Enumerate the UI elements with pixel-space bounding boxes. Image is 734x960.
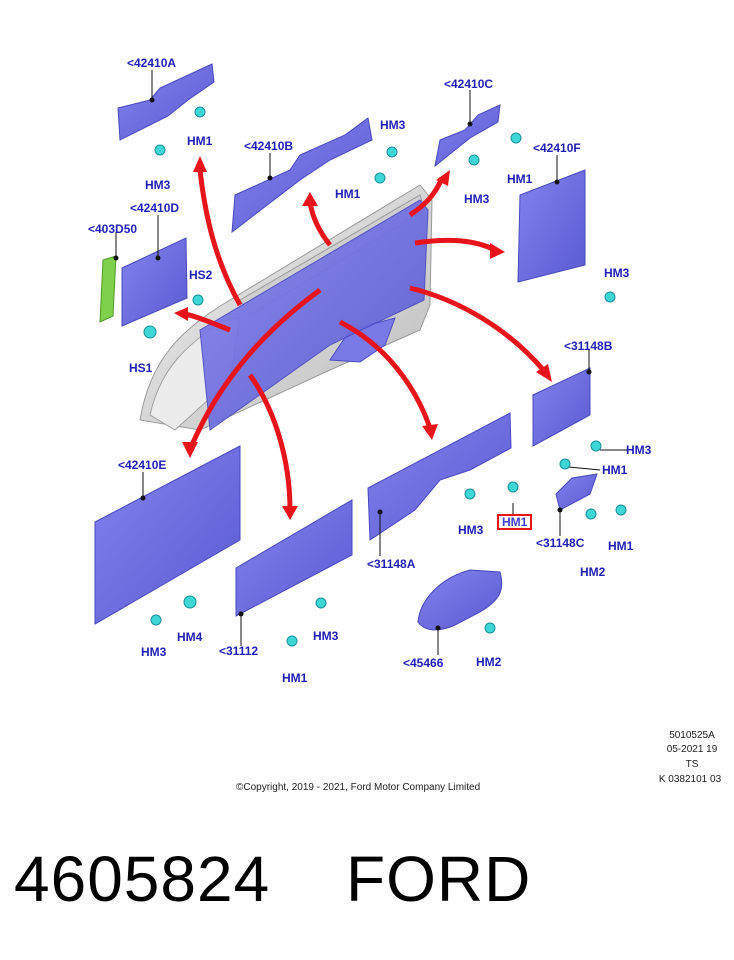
copyright-notice: ©Copyright, 2019 - 2021, Ford Motor Comp… xyxy=(236,782,481,793)
panel-42410c xyxy=(434,104,501,168)
label-hm3-42410a: HM3 xyxy=(145,178,171,192)
label-hm4-42410e: HM4 xyxy=(177,630,203,644)
label-42410f: <42410F xyxy=(533,141,581,155)
panel-31148b xyxy=(532,367,591,447)
label-42410a: <42410A xyxy=(127,56,177,70)
label-403d50: <403D50 xyxy=(88,222,138,236)
label-hm3-42410c: HM3 xyxy=(464,192,490,206)
label-hs2: HS2 xyxy=(189,268,213,282)
brand-name: FORD xyxy=(346,843,532,915)
panel-42410d xyxy=(121,237,188,327)
label-hm1-42410a: HM1 xyxy=(187,134,213,148)
trim-403d50 xyxy=(99,255,117,323)
label-31112: <31112 xyxy=(219,644,259,658)
explode-arrows xyxy=(184,169,547,511)
label-hm1-highlighted: HM1 xyxy=(497,514,533,530)
label-hm3-42410e: HM3 xyxy=(141,645,167,659)
label-42410d: <42410D xyxy=(130,201,180,215)
arrow-heads xyxy=(174,156,552,520)
label-hs1: HS1 xyxy=(129,361,153,375)
label-hm2-31148c: HM2 xyxy=(580,565,606,579)
exploded-parts-diagram xyxy=(94,63,630,655)
label-31148c: <31148C xyxy=(536,536,585,550)
label-42410c: <42410C xyxy=(444,77,494,91)
label-hm1-42410b: HM1 xyxy=(335,187,361,201)
label-42410b: <42410B xyxy=(244,139,294,153)
part-31148c xyxy=(555,473,598,511)
clips xyxy=(143,106,627,647)
label-hm3-42410f: HM3 xyxy=(604,266,630,280)
panel-31112 xyxy=(235,499,353,617)
label-hm1-42410c: HM1 xyxy=(507,172,533,186)
label-hm1-31148c: HM1 xyxy=(608,539,634,553)
label-42410e: <42410E xyxy=(118,458,167,472)
panel-31148a xyxy=(367,412,512,541)
drawing-initials: TS xyxy=(685,759,699,770)
label-31148a: <31148A xyxy=(367,557,416,571)
label-hm3-42410b: HM3 xyxy=(380,118,406,132)
drawing-code: 5010525A xyxy=(669,730,715,741)
label-hm3-31148b: HM3 xyxy=(626,443,652,457)
label-hm2-45466: HM2 xyxy=(476,655,502,669)
panel-42410f xyxy=(517,169,586,283)
label-hm3-31148a: HM3 xyxy=(458,523,484,537)
leader-dots xyxy=(113,97,592,631)
part-number: 4605824 xyxy=(14,843,271,915)
label-31148b: <31148B xyxy=(564,339,613,353)
drawing-ref: K 0382101 03 xyxy=(658,774,722,785)
label-hm1-31112: HM1 xyxy=(282,671,308,685)
inner-side-panel xyxy=(199,199,429,431)
panel-42410a xyxy=(117,63,215,141)
drawing-date: 05-2021 19 xyxy=(666,744,718,755)
label-hm3-31112: HM3 xyxy=(313,629,339,643)
panel-42410e xyxy=(94,445,241,625)
label-45466: <45466 xyxy=(403,656,444,670)
label-hm1-31148b: HM1 xyxy=(602,463,628,477)
panel-42410b xyxy=(231,117,373,234)
leader-lines xyxy=(115,70,630,655)
wheel-arch-45466 xyxy=(417,569,503,631)
